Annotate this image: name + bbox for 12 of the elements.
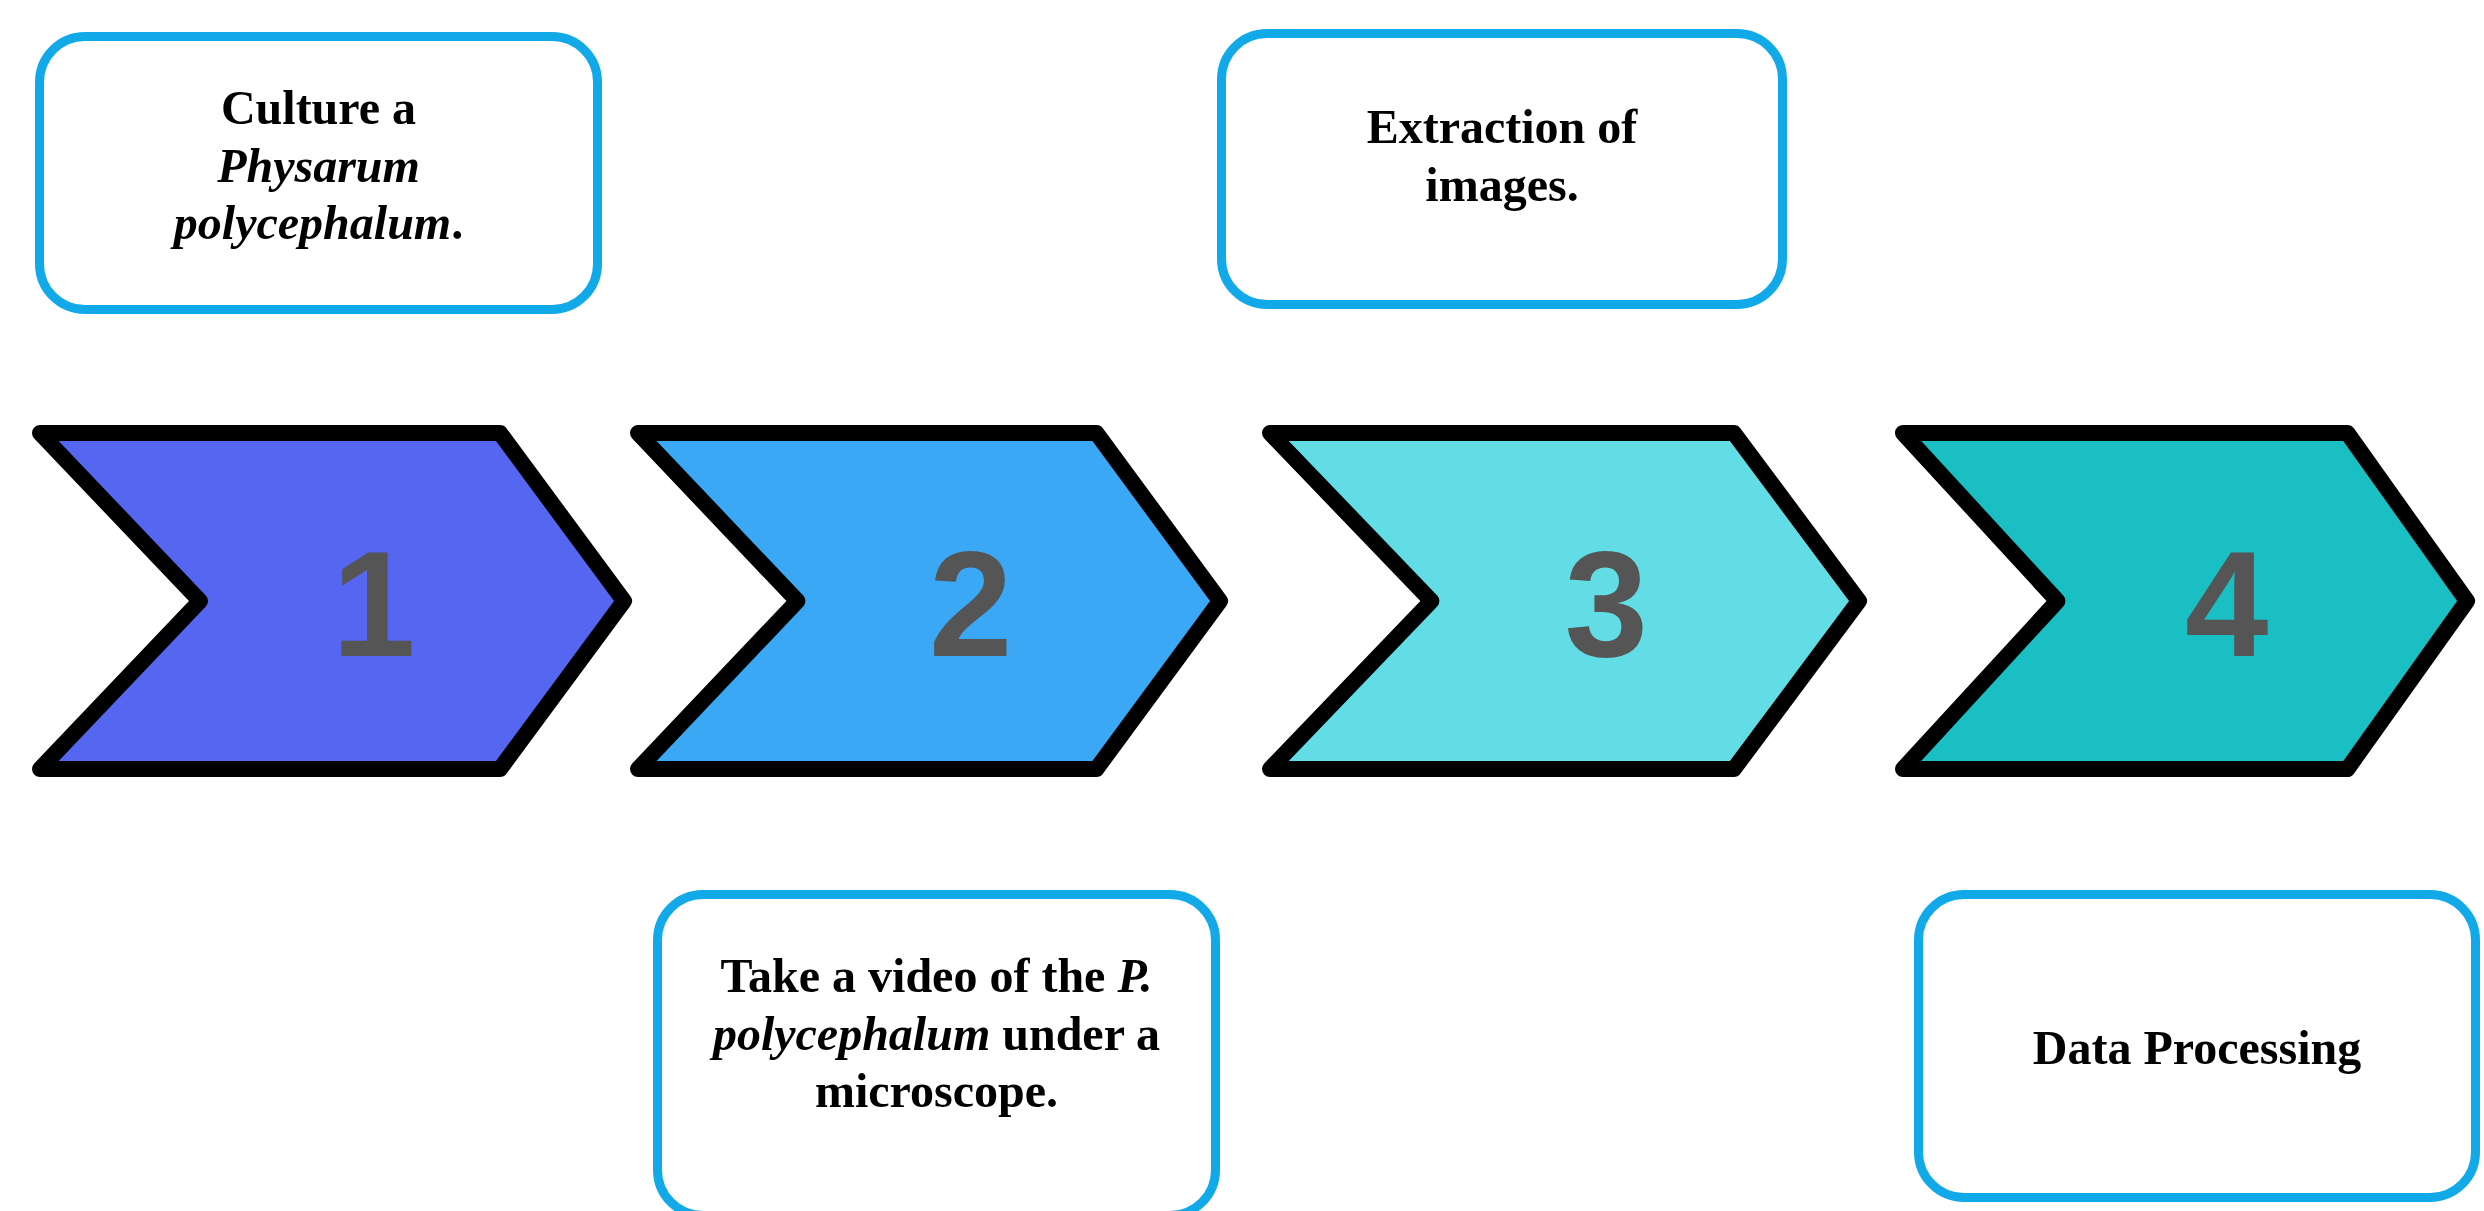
step-text: Take a video of the P. polycephalum under a microscope. xyxy=(706,947,1167,1120)
step-text: Data Processing xyxy=(2032,1020,2362,1076)
step-card xyxy=(35,32,602,314)
step-text: Extraction of images. xyxy=(1365,99,1639,213)
step-text: Culture a Physarum polycephalum. xyxy=(138,79,499,252)
step-card xyxy=(1217,29,1787,309)
step-number: 4 xyxy=(2185,529,2269,679)
step-number: 3 xyxy=(1564,529,1648,679)
step-number: 1 xyxy=(332,529,416,679)
step-card xyxy=(1914,890,2480,1202)
step-number: 2 xyxy=(929,529,1013,679)
step-card xyxy=(653,890,1220,1211)
